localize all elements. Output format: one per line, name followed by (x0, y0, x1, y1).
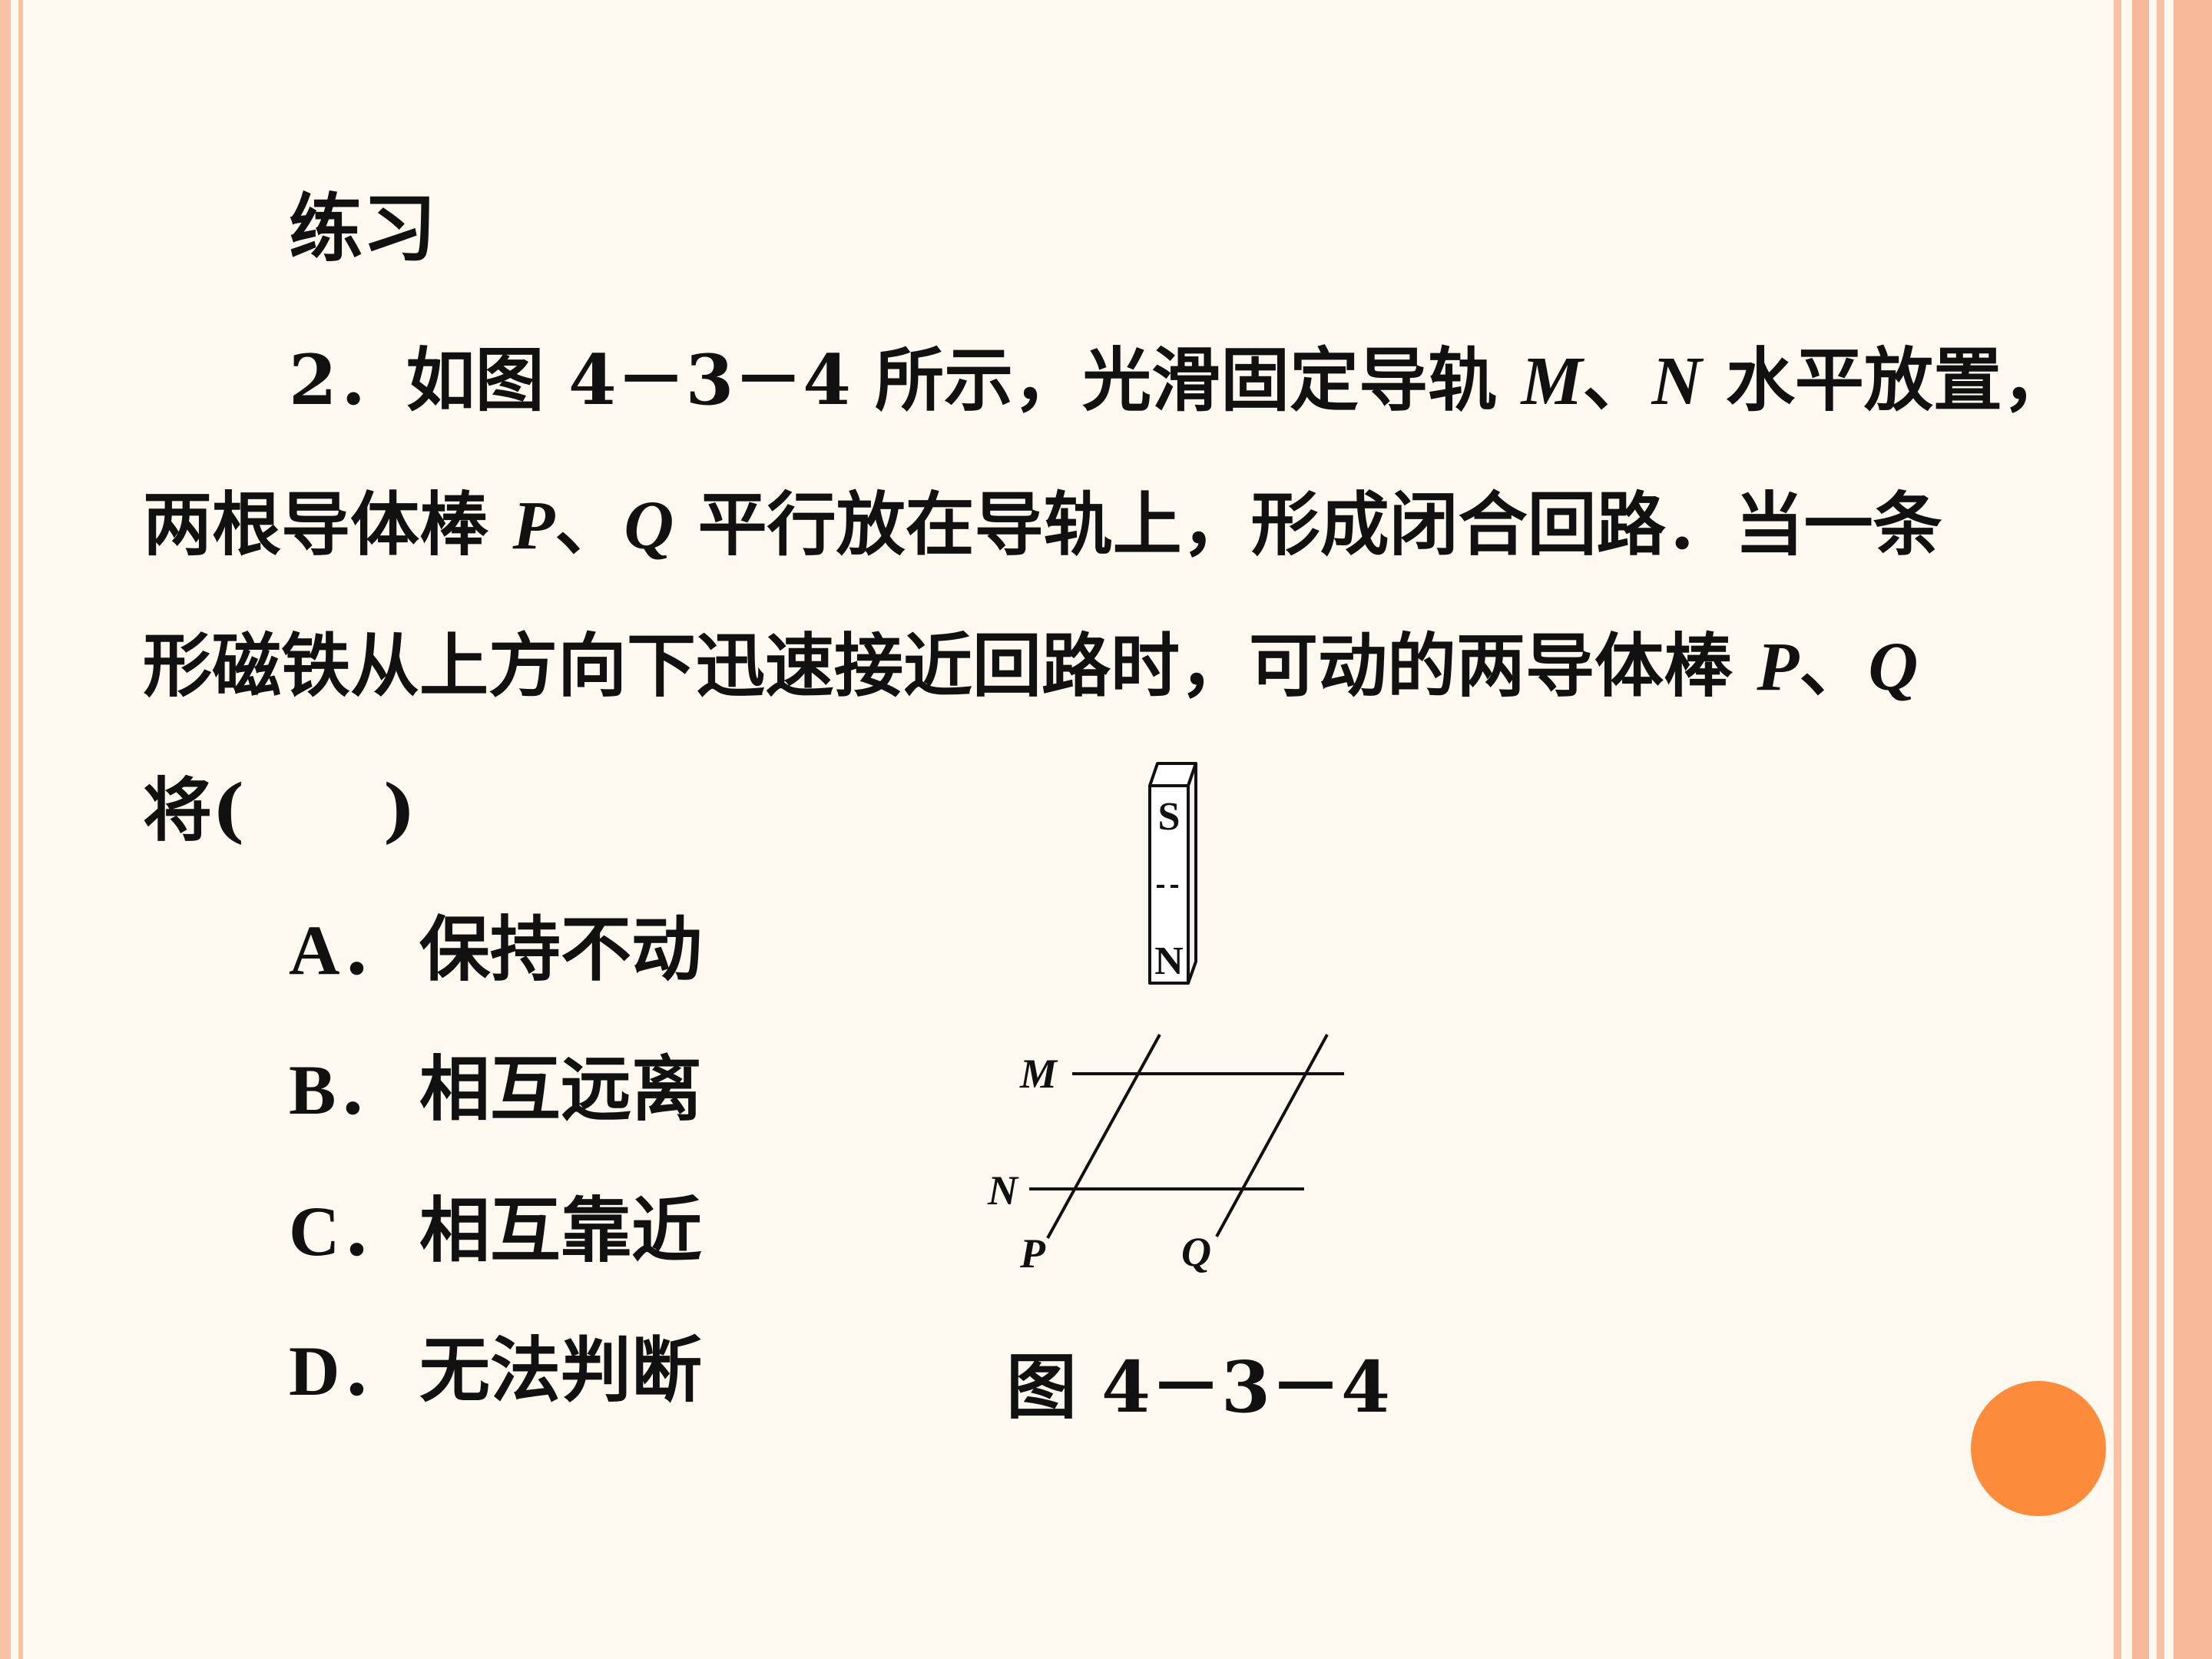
question-text: 、 (555, 484, 624, 565)
question-text: 、 (1582, 339, 1652, 421)
question-text: 水平放置， (1701, 339, 2071, 421)
accent-dot (1971, 1381, 2106, 1516)
rail-m-label: M (1019, 1051, 1058, 1097)
left-border-line (18, 0, 23, 1659)
question-line-2: 两根导体棒 P、Q 平行放在导轨上，形成闭合回路．当一条 (143, 490, 1942, 561)
option-text: 无法判断 (419, 1329, 703, 1412)
option-text: 相互靠近 (419, 1189, 703, 1272)
rod-p (1046, 1034, 1161, 1239)
question-text: 形磁铁从上方向下迅速接近回路时，可动的两导体棒 (143, 625, 1757, 707)
question-text: 2．如图 4－3－4 所示，光滑固定导轨 (289, 339, 1522, 421)
option-letter: C． (289, 1192, 411, 1270)
option-text: 保持不动 (419, 908, 703, 991)
rod-p-symbol: P (512, 488, 555, 564)
figure-caption: 图 4－3－4 (1006, 1346, 1391, 1429)
rod-q-symbol: Q (1868, 629, 1919, 705)
left-border-stripe (0, 0, 11, 1659)
right-border-stripe-3 (2157, 0, 2164, 1659)
question-line-4: 将( ) (143, 770, 416, 851)
right-border-stripe-1 (2114, 0, 2121, 1659)
question-text: 、 (1799, 625, 1869, 707)
question-text: 平行放在导轨上，形成闭合回路．当一条 (674, 484, 1942, 565)
option-c[interactable]: C．相互靠近 (289, 1195, 702, 1267)
magnet-rails-diagram: S N M N P Q (987, 762, 1344, 1277)
question-text: 两根导体棒 (143, 484, 513, 565)
option-letter: D． (289, 1332, 411, 1410)
option-d[interactable]: D．无法判断 (289, 1335, 702, 1406)
question-line-1: 2．如图 4－3－4 所示，光滑固定导轨 M、N 水平放置， (289, 346, 2071, 416)
option-text: 相互远离 (419, 1048, 703, 1131)
page-title: 练习 (289, 185, 436, 272)
rod-q (1215, 1034, 1329, 1237)
question-line-3: 形磁铁从上方向下迅速接近回路时，可动的两导体棒 P、Q (143, 631, 1918, 702)
magnet-s-label: S (1158, 795, 1181, 839)
option-a[interactable]: A．保持不动 (289, 914, 702, 985)
right-border-stripe-4 (2174, 0, 2212, 1659)
rail-m-symbol: M (1521, 343, 1583, 419)
rod-q-label: Q (1181, 1229, 1211, 1275)
rod-q-symbol: Q (624, 488, 674, 564)
rail-n-symbol: N (1651, 343, 1702, 419)
rod-p-symbol: P (1757, 629, 1800, 705)
magnet-front-face (1148, 784, 1190, 985)
option-letter: A． (289, 911, 411, 989)
option-letter: B． (289, 1051, 407, 1129)
right-border-stripe-2 (2132, 0, 2149, 1659)
magnet-n-label: N (1154, 939, 1184, 983)
rail-n-label: N (987, 1167, 1019, 1214)
rod-p-label: P (1019, 1230, 1046, 1277)
option-b[interactable]: B．相互远离 (289, 1054, 702, 1125)
